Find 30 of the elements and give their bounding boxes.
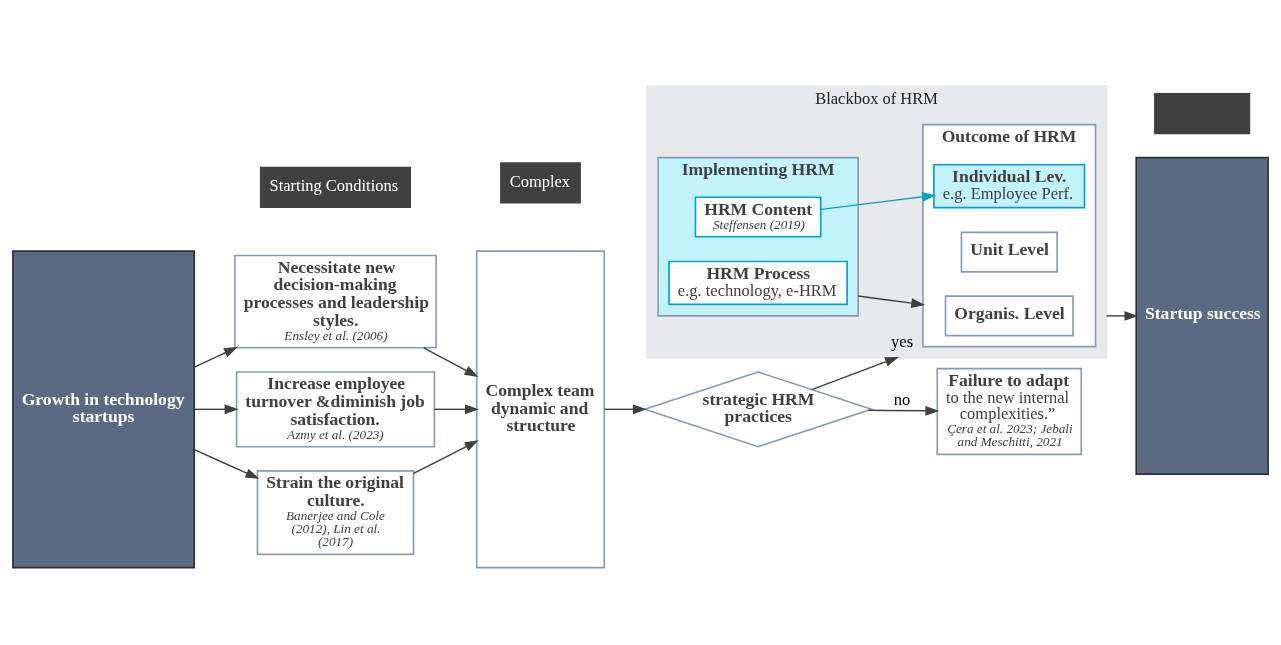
arrow <box>603 404 647 415</box>
node-box <box>1154 93 1251 135</box>
node-box: Startup success <box>1135 156 1269 475</box>
node-box: Complex <box>500 162 581 204</box>
arrow <box>423 347 479 377</box>
arrow <box>867 405 940 416</box>
arrow <box>193 404 239 415</box>
node-box: HRM Process e.g. technology, e-HRM <box>668 260 848 306</box>
arrow <box>857 295 926 308</box>
node-box: Organis. Level <box>944 295 1074 337</box>
node-box: Failure to adapt to the new internal complexities.” Çera et al. 2023; Jebali and Meschitti, 2021 <box>936 367 1083 456</box>
node-box: HRM Content Steffensen (2019) <box>694 196 822 238</box>
node-box: Complex team dynamic and structure <box>475 250 606 569</box>
edge-label: no <box>893 389 911 409</box>
arrow <box>433 404 479 415</box>
edge-label: yes <box>891 331 914 351</box>
arrow <box>193 449 260 479</box>
node-box: Increase employee turnover &diminish job satisfaction. Azmy et al. (2023) <box>235 371 436 448</box>
node-box: Individual Lev. e.g. Employee Perf. <box>933 163 1086 209</box>
node-box: Necessitate new decision-making processes and leadership styles. Ensley et al. (2006) <box>234 254 437 349</box>
node-box: Unit Level <box>960 231 1058 273</box>
node-box: Growth in technology startups <box>12 250 196 569</box>
arrow <box>820 192 936 211</box>
arrow <box>1105 311 1139 321</box>
arrow <box>412 440 479 475</box>
node-diamond: strategic HRM practices <box>642 371 874 448</box>
arrow <box>193 346 238 368</box>
node-box: Starting Conditions <box>259 166 412 208</box>
node-box: Strain the original culture. Banerjee and Cole (2012), Lin et al. (2017) <box>256 470 415 556</box>
arrow <box>811 356 899 391</box>
